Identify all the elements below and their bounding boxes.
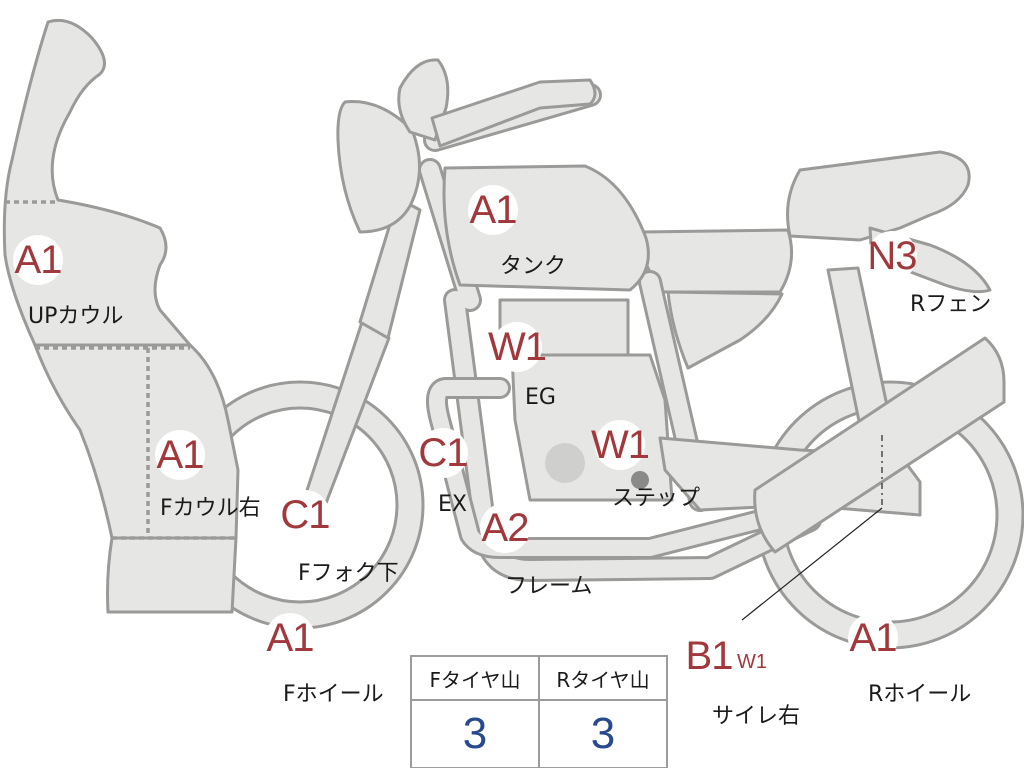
value-front-tire-tread: 3: [410, 699, 540, 768]
badge-frame: A2: [480, 503, 530, 553]
header-front-tire-tread: Fタイヤ山: [410, 655, 540, 701]
badge-exhaust: C1: [418, 428, 469, 478]
badge-silencer-small: W1: [737, 647, 767, 677]
label-step: ステップ: [612, 486, 701, 511]
fork-tube: [358, 196, 422, 340]
label-frame: フレーム: [505, 574, 593, 599]
front-cowl: [33, 343, 240, 540]
label-r-fender: Rフェン: [910, 292, 992, 317]
label-up-cowl: UPカウル: [28, 304, 124, 329]
upper-cowl: [2, 18, 192, 347]
lower-cowl: [106, 536, 238, 614]
label-r-wheel: Rホイール: [868, 682, 972, 707]
header-rear-tire-tread: Rタイヤ山: [538, 655, 668, 701]
badge-up-cowl: A1: [13, 235, 63, 285]
label-f-cowl-right: Fカウル右: [160, 496, 261, 521]
label-f-fork-lower: Fフォク下: [298, 561, 399, 586]
label-engine: EG: [525, 385, 556, 410]
value-rear-tire-tread: 3: [538, 699, 668, 768]
engine-cover: [545, 443, 585, 483]
label-f-wheel: Fホイール: [283, 682, 384, 707]
badge-tank: A1: [468, 185, 518, 235]
badge-step: W1: [591, 420, 650, 470]
badge-f-cowl-right: A1: [155, 430, 205, 480]
tire-tread-table: Fタイヤ山 Rタイヤ山 3 3: [410, 655, 668, 768]
badge-silencer: B1: [684, 631, 734, 681]
label-silencer: サイレ右: [712, 704, 801, 729]
badge-f-fork-lower: C1: [280, 490, 331, 540]
label-tank: タンク: [500, 254, 567, 279]
silencer: [753, 336, 1006, 554]
badge-r-fender: N3: [867, 231, 918, 281]
silencer-leader-line: [741, 507, 883, 621]
badge-engine: W1: [488, 322, 547, 372]
label-exhaust: EX: [438, 492, 467, 517]
badge-r-wheel: A1: [848, 613, 898, 663]
badge-f-wheel: A1: [265, 613, 315, 663]
side-cover: [638, 228, 794, 294]
handlebar: [430, 78, 597, 148]
seat: [786, 150, 971, 242]
side-panel: [666, 290, 784, 370]
footpeg-left: [631, 471, 649, 489]
